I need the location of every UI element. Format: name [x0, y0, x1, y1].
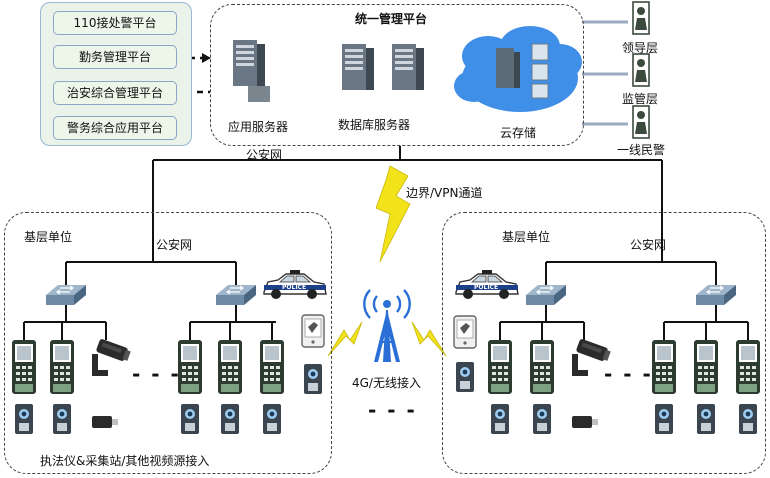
left-wireless-bolt-icon: [327, 321, 363, 357]
center-ellipsis: - - -: [368, 398, 417, 422]
platform-110[interactable]: 110接处警平台: [53, 11, 177, 35]
unified-platform-title: 统一管理平台: [355, 12, 428, 26]
platform-police-app[interactable]: 警务综合应用平台: [53, 116, 177, 140]
left-unit-caption: 执法仪&采集站/其他视频源接入: [40, 454, 210, 468]
right-unit-title: 基层单位: [502, 230, 551, 244]
left-unit-title: 基层单位: [24, 230, 73, 244]
db-server-label: 数据库服务器: [338, 118, 411, 132]
role-leader-label: 领导层: [622, 41, 659, 55]
role-supervisor-label: 监管层: [622, 92, 659, 106]
role-officer-label: 一线民警: [617, 143, 666, 157]
left-police-car-text: POLICE: [282, 284, 307, 291]
platform-panel: 110接处警平台 勤务管理平台 治安综合管理平台 警务综合应用平台: [40, 2, 192, 146]
top-network-label: 公安网: [246, 148, 283, 162]
platform-security[interactable]: 治安综合管理平台: [53, 81, 177, 105]
platform-duty[interactable]: 勤务管理平台: [53, 45, 177, 69]
app-server-label: 应用服务器: [228, 120, 289, 134]
cloud-storage-label: 云存储: [500, 126, 537, 140]
right-police-car-text: POLICE: [474, 284, 499, 291]
wireless-label: 4G/无线接入: [352, 376, 421, 390]
left-unit-network-label: 公安网: [156, 238, 193, 252]
left-ellipsis: - - -: [132, 362, 181, 386]
leader-user-icon: [632, 1, 650, 35]
right-unit-box: [442, 212, 766, 474]
officer-user-icon: [632, 105, 650, 139]
border-bolt-icon: [375, 165, 411, 263]
left-unit-box: [4, 212, 332, 474]
border-channel-label: 边界/VPN通道: [406, 186, 483, 200]
right-unit-network-label: 公安网: [630, 238, 667, 252]
right-wireless-bolt-icon: [411, 321, 447, 357]
radio-tower-icon: [363, 289, 411, 362]
app-server-base: [248, 86, 270, 102]
right-ellipsis: - - -: [604, 362, 653, 386]
unified-platform-box: [210, 4, 584, 146]
cloud-storage-icon: [454, 26, 582, 112]
supervisor-user-icon: [632, 53, 650, 87]
